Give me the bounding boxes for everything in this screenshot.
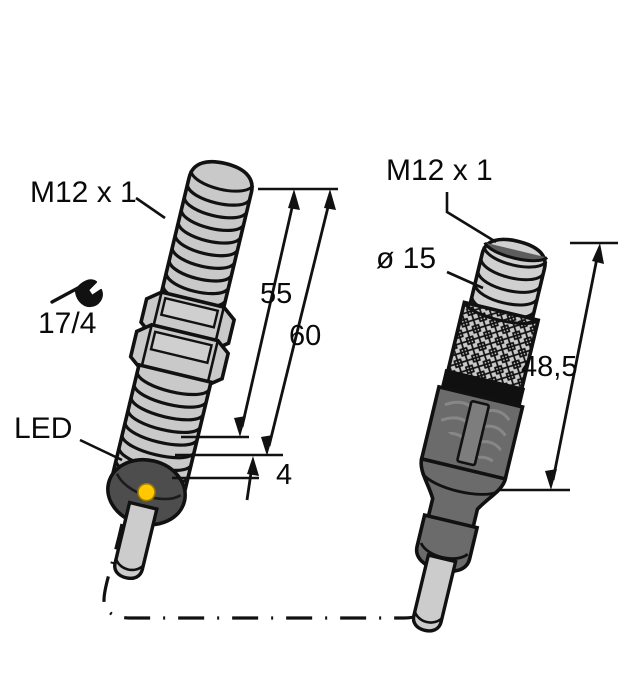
sensor-cable-stub [113, 500, 159, 581]
sensor-extension-lines [172, 187, 338, 480]
sensor-thread-label: M12 x 1 [30, 176, 166, 220]
led-indicator [137, 482, 156, 502]
dimension-485: 48,5 [521, 243, 604, 490]
sensor-assembly [106, 159, 255, 581]
sensor-thread-label-text: M12 x 1 [30, 176, 137, 209]
sensor-thread-leader [135, 196, 166, 220]
sensor-hex-nut-upper [139, 290, 237, 352]
connector-assembly [411, 237, 549, 633]
dimension-60-text: 60 [289, 320, 321, 352]
dimension-55-text: 55 [260, 278, 292, 310]
led-leader [79, 438, 123, 462]
connector-thread-label-text: M12 x 1 [386, 154, 493, 187]
wrench-size-label: 17/4 [38, 307, 96, 340]
connector-diameter-leader [446, 270, 484, 290]
dimension-60: 60 [261, 189, 336, 456]
connector-diameter-label-text: ø 15 [376, 242, 436, 275]
connector-thread-label: M12 x 1 [386, 154, 497, 244]
sensor-upper-thread [158, 159, 255, 314]
dimension-4-text: 4 [276, 459, 292, 491]
dimension-485-text: 48,5 [521, 351, 577, 383]
connector-diameter-label: ø 15 [376, 242, 484, 290]
connector-thread-leader [445, 192, 497, 244]
led-label: LED [14, 412, 123, 462]
dimension-55: 55 [234, 189, 300, 437]
connector-thread-top [467, 237, 549, 323]
led-label-text: LED [14, 412, 72, 445]
wrench-icon [50, 279, 103, 308]
connector-cable-stub [411, 553, 458, 633]
dimension-4: 4 [245, 456, 292, 501]
connector-extension-lines [498, 241, 618, 492]
